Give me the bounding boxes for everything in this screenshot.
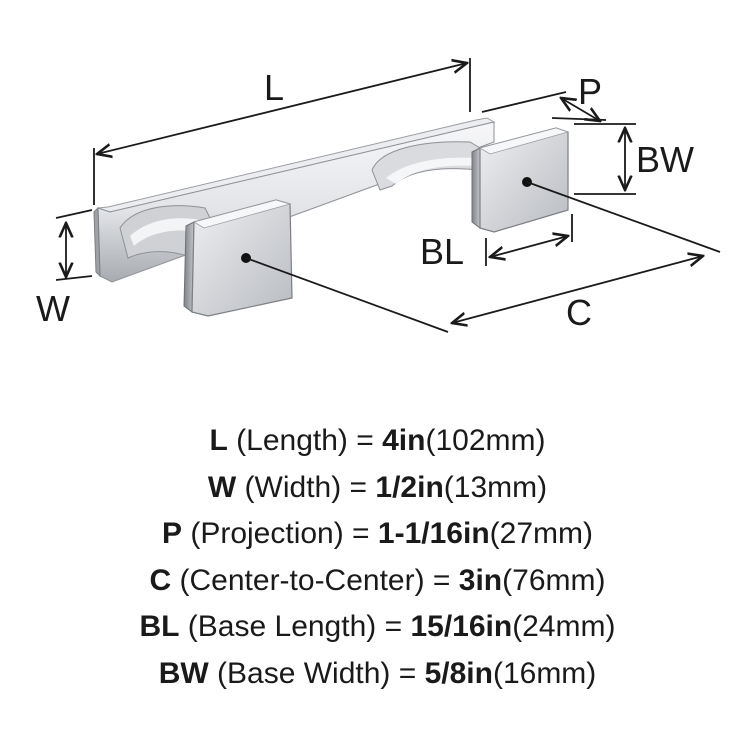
hook-dimension-diagram: L P BW W BL C [36,58,721,333]
left-base-bevel [192,199,292,229]
spec-row-base-length: BL (Base Length) = 15/16in(24mm) [0,604,755,651]
spec-symbol: BL [139,610,180,643]
spec-imperial: 5/8in [424,656,493,690]
spec-imperial: 4in [382,424,426,457]
spec-row-base-width: BW (Base Width) = 5/8in(16mm) [0,651,755,698]
width-extension-top [55,209,93,219]
diagram-svg: L P BW W BL C [36,58,721,333]
spec-row-center-to-center: C (Center-to-Center) = 3in(76mm) [0,558,755,605]
double-hook-illustration [93,117,570,317]
length-label: L [264,67,284,108]
spec-row-projection: P (Projection) = 1-1/16in(27mm) [0,511,755,558]
spec-imperial: 1/2in [375,470,444,504]
spec-metric: (24mm) [512,610,616,643]
center-leader-right [526,181,721,253]
spec-metric: (27mm) [489,517,593,550]
projection-extension-left [481,91,567,113]
base-width-label: BW [636,139,694,180]
spec-metric: (13mm) [443,470,548,504]
spec-description: (Center-to-Center) = [171,563,459,597]
spec-symbol: L [209,424,228,457]
spec-imperial: 1-1/16in [377,517,490,550]
right-base-bevel [478,127,570,155]
projection-label: P [578,71,602,112]
spec-symbol: P [161,517,182,550]
center-dimension-line [452,256,703,323]
spec-description: (Base Width) = [208,656,425,690]
dimension-lines [55,58,721,333]
length-dimension-line [97,63,467,154]
spec-description: (Width) = [236,470,376,504]
width-extension-bottom [55,275,93,281]
spec-metric: (16mm) [492,656,597,690]
center-to-center-label: C [566,292,592,333]
spec-row-length: L (Length) = 4in(102mm) [0,418,755,465]
right-hook-arm-shade [386,157,476,184]
spec-imperial: 15/16in [410,610,513,643]
spec-description: (Length) = [227,424,383,457]
base-length-label: BL [420,231,464,272]
back-plate-end [93,206,101,278]
projection-dimension-line [561,98,600,121]
specification-list: L (Length) = 4in(102mm) W (Width) = 1/2i… [0,418,755,697]
left-hook-arm-highlight [130,218,200,246]
right-base-side [471,147,481,229]
spec-description: (Projection) = [182,517,378,550]
spec-row-width: W (Width) = 1/2in(13mm) [0,465,755,512]
spec-symbol: BW [158,656,209,690]
spec-metric: (102mm) [425,424,546,457]
width-label: W [36,288,70,329]
spec-imperial: 3in [458,563,503,597]
center-leader-left [245,257,449,333]
spec-metric: (76mm) [502,563,606,597]
spec-symbol: C [149,563,172,597]
spec-description: (Base Length) = [179,610,411,643]
base-length-dimension-line [490,236,568,257]
spec-symbol: W [207,470,237,504]
